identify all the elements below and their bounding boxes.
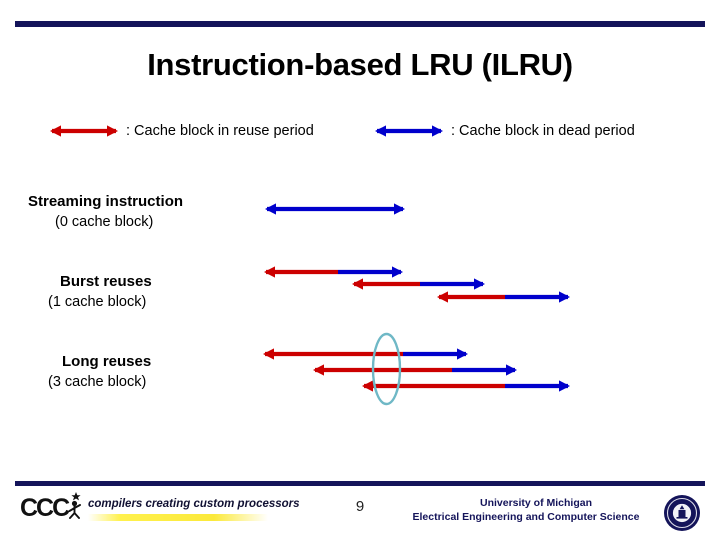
highlight-ellipse [371, 332, 402, 406]
ccc-tagline: compilers creating custom processors [88, 498, 300, 510]
page-title: Instruction-based LRU (ILRU) [147, 47, 573, 82]
dead-arrowhead-right [457, 348, 468, 360]
ccc-underline-bar [88, 514, 268, 521]
ccc-figure-icon [68, 492, 81, 519]
dead-arrowhead-right [506, 364, 517, 376]
top-divider-bar [15, 21, 705, 27]
legend-arrows [50, 125, 443, 137]
group-label-burst: Burst reuses [60, 273, 152, 290]
legend-reuse-arrowhead-right [107, 125, 118, 137]
affiliation-line-2: Electrical Engineering and Computer Scie… [412, 511, 640, 523]
dead-arrowhead-right [559, 380, 570, 392]
dead-arrowhead-right [474, 278, 485, 290]
dead-arrowhead-right [394, 203, 405, 215]
group-sublabel-burst: (1 cache block) [48, 294, 147, 310]
group-sublabel-long: (3 cache block) [48, 374, 147, 390]
ccc-logo-text: CCC [20, 494, 70, 522]
dead-arrowhead-right [392, 266, 403, 278]
page-number: 9 [355, 498, 365, 515]
legend-dead-arrowhead-right [432, 125, 443, 137]
legend-dead-label: : Cache block in dead period [451, 123, 635, 139]
arrow-group-long [263, 332, 570, 406]
affiliation-line-1: University of Michigan [479, 497, 593, 509]
university-seal-icon [664, 495, 700, 531]
group-label-long: Long reuses [62, 353, 152, 370]
footer-divider-bar [15, 481, 705, 486]
group-label-streaming: Streaming instruction [28, 193, 184, 210]
dead-arrowhead-right [559, 291, 570, 303]
legend-reuse-label: : Cache block in reuse period [126, 123, 314, 139]
arrow-group-streaming [265, 203, 405, 215]
arrow-group-burst [264, 266, 570, 303]
group-sublabel-streaming: (0 cache block) [55, 214, 154, 230]
